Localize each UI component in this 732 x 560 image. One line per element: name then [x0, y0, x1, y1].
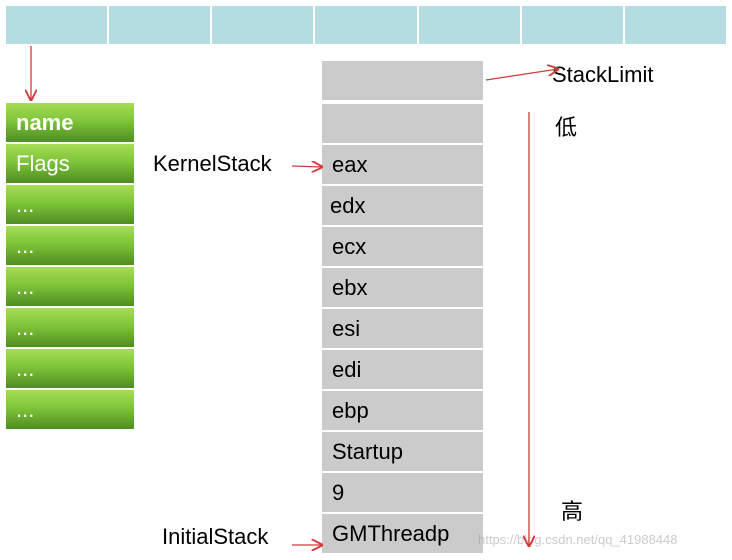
- stack-cell-esi: esi: [322, 309, 483, 348]
- stack-cell-limit: [322, 61, 483, 100]
- stack-column: eax edx ecx ebx esi edi ebp Startup 9 GM…: [322, 61, 483, 555]
- top-cell: [624, 6, 726, 44]
- low-address-label: 低: [555, 116, 578, 141]
- initial-stack-label: InitialStack: [162, 524, 269, 549]
- top-cell: [418, 6, 522, 44]
- field-ellipsis: ...: [6, 349, 134, 388]
- stack-cell-eax: eax: [322, 145, 483, 184]
- field-name: name: [6, 103, 134, 142]
- stack-cell-ebx: ebx: [322, 268, 483, 307]
- stack-cell-nine: 9: [322, 473, 483, 512]
- field-flags: Flags: [6, 144, 134, 183]
- field-ellipsis: ...: [6, 308, 134, 347]
- top-cell: [212, 6, 316, 44]
- stack-cell-gmthreadp: GMThreadp: [322, 514, 483, 553]
- stack-cell-edi: edi: [322, 350, 483, 389]
- field-ellipsis: ...: [6, 226, 134, 265]
- field-ellipsis: ...: [6, 390, 134, 429]
- stack-cell-ecx: ecx: [322, 227, 483, 266]
- stack-cell-edx: edx: [322, 186, 483, 225]
- stack-limit-label: StackLimit: [552, 62, 654, 87]
- field-ellipsis: ...: [6, 185, 134, 224]
- high-address-label: 高: [561, 500, 584, 525]
- thread-struct-column: name Flags ... ... ... ... ... ...: [6, 103, 134, 431]
- arrow-to-stack-limit: [485, 69, 558, 81]
- top-cell: [6, 6, 110, 44]
- top-cell: [521, 6, 625, 44]
- top-cell: [109, 6, 213, 44]
- arrow-kernel-stack: [291, 166, 322, 167]
- stack-cell-empty: [322, 104, 483, 143]
- top-cell: [315, 6, 419, 44]
- stack-cell-ebp: ebp: [322, 391, 483, 430]
- stack-cell-startup: Startup: [322, 432, 483, 471]
- kernel-stack-label: KernelStack: [153, 151, 272, 176]
- top-row: [6, 6, 726, 44]
- field-ellipsis: ...: [6, 267, 134, 306]
